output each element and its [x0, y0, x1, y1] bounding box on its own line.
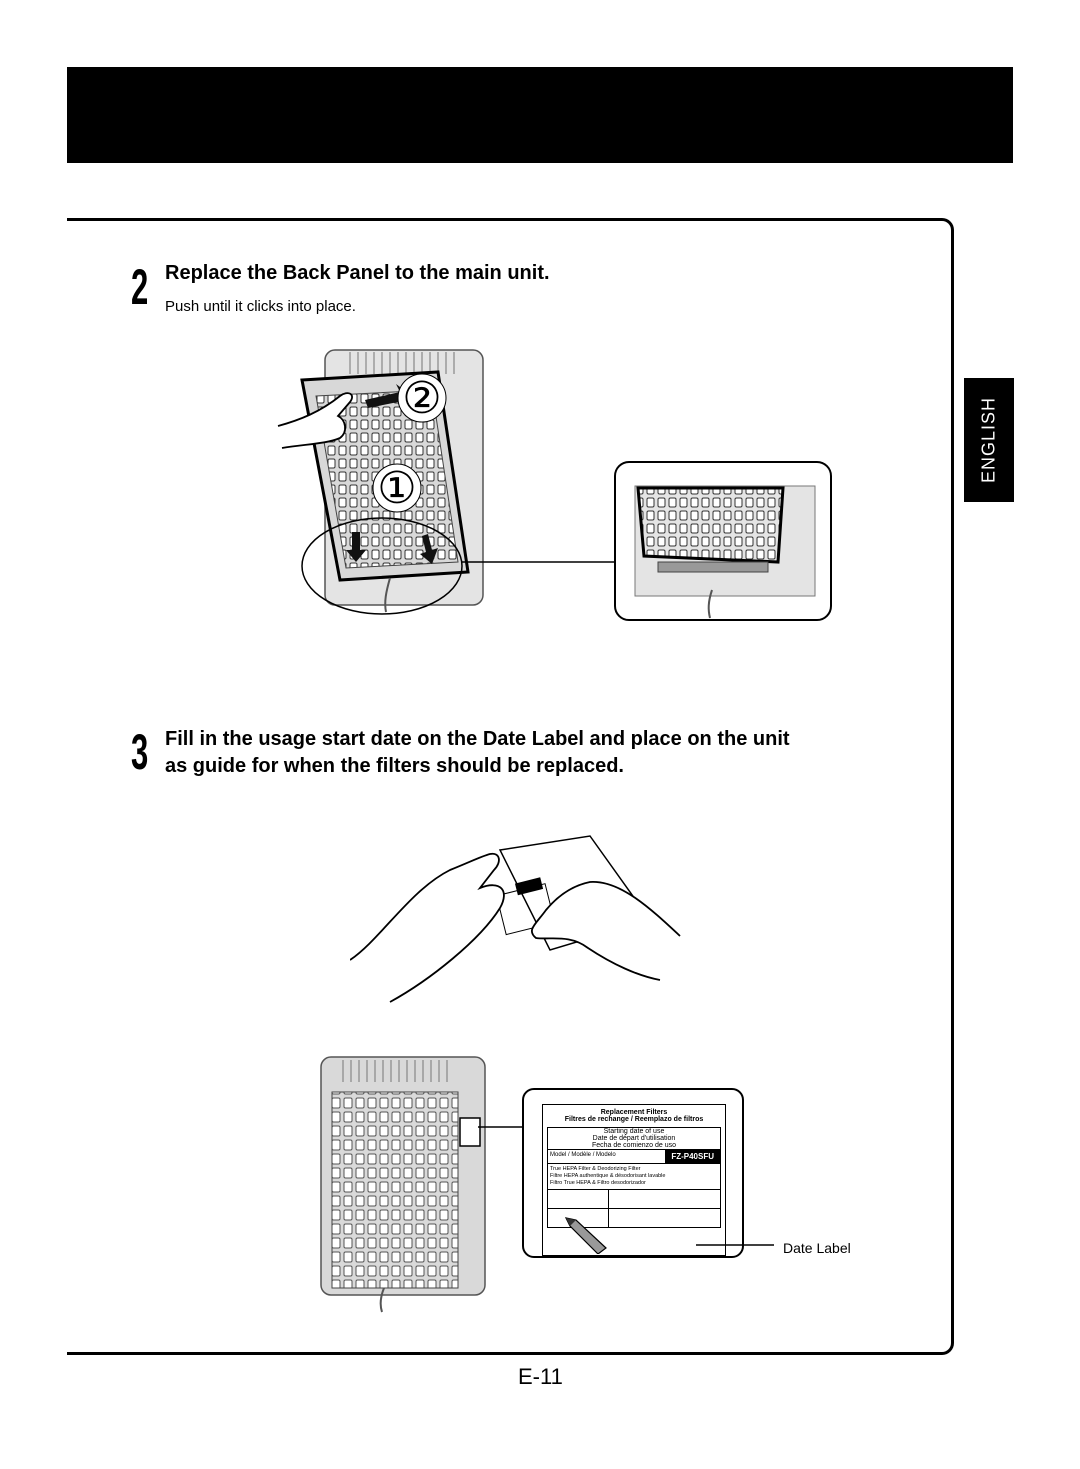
label-heading1: Replacement Filters — [600, 1109, 668, 1116]
step-2-title: Replace the Back Panel to the main unit. — [165, 262, 550, 284]
label-filter-line1: True HEPA Filter & Deodorizing Filter — [550, 1166, 641, 1172]
hands-label-illustration — [350, 835, 681, 1003]
callout-one: ① — [377, 463, 416, 514]
label-start-line3: Fecha de comienzo de uso — [591, 1142, 677, 1149]
label-filter-line2: Filtre HEPA authentique & désodorisant l… — [550, 1172, 666, 1179]
callout-two: ② — [402, 373, 441, 424]
label-model-label: Model / Modèle / Modelo — [550, 1152, 616, 1158]
step-2-number: 2 — [131, 259, 149, 315]
header-bar — [67, 67, 1013, 163]
date-label-caption: Date Label — [783, 1240, 851, 1256]
date-label-card: Replacement Filters Filtres de rechange … — [522, 1088, 744, 1258]
step-3-title-line2: as guide for when the filters should be … — [165, 755, 624, 777]
label-filter-line3: Filtro True HEPA & Filtro desodorizador — [550, 1179, 646, 1186]
language-tab: ENGLISH — [964, 378, 1014, 502]
step-2-subtitle: Push until it clicks into place. — [165, 298, 356, 315]
label-start-line2: Date de départ d'utilisation — [592, 1135, 676, 1142]
label-leader-line — [478, 1126, 524, 1128]
date-label-pointer — [696, 1244, 774, 1246]
step-3-title-line1: Fill in the usage start date on the Date… — [165, 728, 790, 750]
label-start-line1: Starting date of use — [603, 1128, 665, 1135]
page-number: E-11 — [518, 1364, 563, 1389]
step-3-number: 3 — [131, 724, 149, 780]
unit-front-illustration — [320, 1056, 486, 1313]
language-tab-label: ENGLISH — [978, 396, 999, 484]
back-panel-illustration: ② ① — [277, 349, 832, 621]
label-model-value: FZ-P40SFU — [665, 1150, 720, 1163]
content-frame — [67, 218, 954, 1355]
label-heading2: Filtres de rechange / Reemplazo de filtr… — [564, 1116, 704, 1123]
pen-icon — [564, 1217, 607, 1254]
